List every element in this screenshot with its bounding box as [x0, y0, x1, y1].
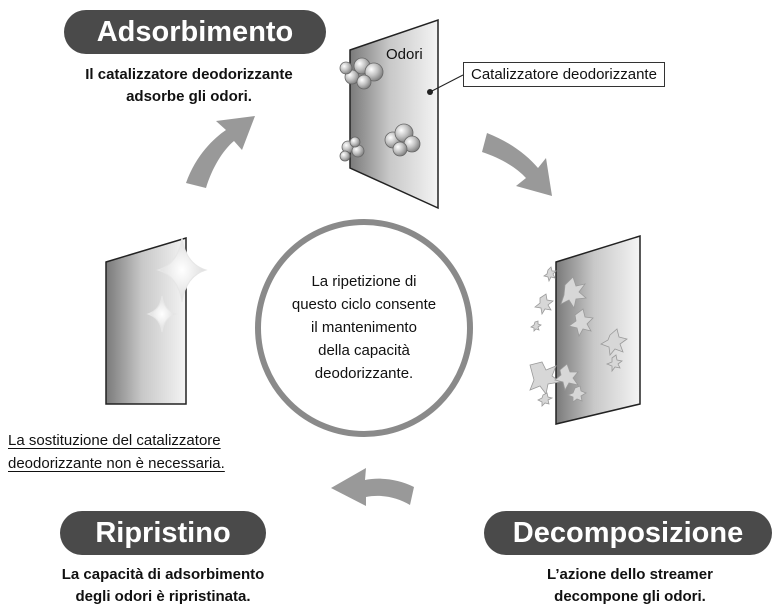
curved-arrow-icon [331, 468, 414, 506]
curved-arrow-icon [482, 133, 552, 196]
decomposition-description-line-1: L’azione dello streamer [547, 566, 713, 583]
stage-label-restoration: Ripristino [60, 511, 266, 555]
center-circle [255, 219, 473, 437]
odor-bubble-icon [339, 57, 384, 90]
stage-label-decomposition: Decomposizione [484, 511, 772, 555]
odor-bubble-icon [339, 136, 365, 162]
replacement-note: La sostituzione del catalizzatore deodor… [8, 429, 225, 475]
replacement-note-line-2: deodorizzante non è necessaria. [8, 455, 225, 472]
odors-label: Odori [386, 46, 423, 63]
sparkle-icon [146, 295, 178, 333]
sparkle-icon [156, 237, 208, 303]
adsorption-description-line-1: Il catalizzatore deodorizzante [85, 66, 293, 83]
stage-label-adsorption: Adsorbimento [64, 10, 326, 54]
restoration-description: La capacità di adsorbimento degli odori … [20, 564, 306, 608]
center-text-line-3: il mantenimento [311, 319, 417, 336]
catalyst-panel-restored [105, 236, 187, 405]
restoration-description-line-2: degli odori è ripristinata. [75, 588, 251, 605]
catalyst-label: Catalizzatore deodorizzante [463, 62, 665, 87]
center-text-line-2: questo ciclo consente [291, 296, 437, 313]
adsorption-description: Il catalizzatore deodorizzante adsorbe g… [46, 64, 332, 108]
decomposition-description: L’azione dello streamer decompone gli od… [510, 564, 750, 608]
replacement-note-line-1: La sostituzione del catalizzatore [8, 432, 221, 449]
center-text-line-4: della capacità [318, 342, 410, 359]
odor-bubble-icon [384, 123, 421, 157]
flower-fragment-icon [529, 266, 628, 407]
restoration-description-line-1: La capacità di adsorbimento [61, 566, 265, 583]
center-text-line-5: deodorizzante. [314, 365, 414, 382]
center-text-line-1: La ripetizione di [311, 273, 417, 290]
decomposition-description-line-2: decompone gli odori. [554, 588, 706, 605]
adsorption-description-line-2: adsorbe gli odori. [126, 88, 252, 105]
catalyst-panel-decomposition [555, 234, 641, 425]
curved-arrow-icon [186, 116, 255, 188]
center-cycle-text: La ripetizione di questo ciclo consente … [249, 270, 479, 385]
